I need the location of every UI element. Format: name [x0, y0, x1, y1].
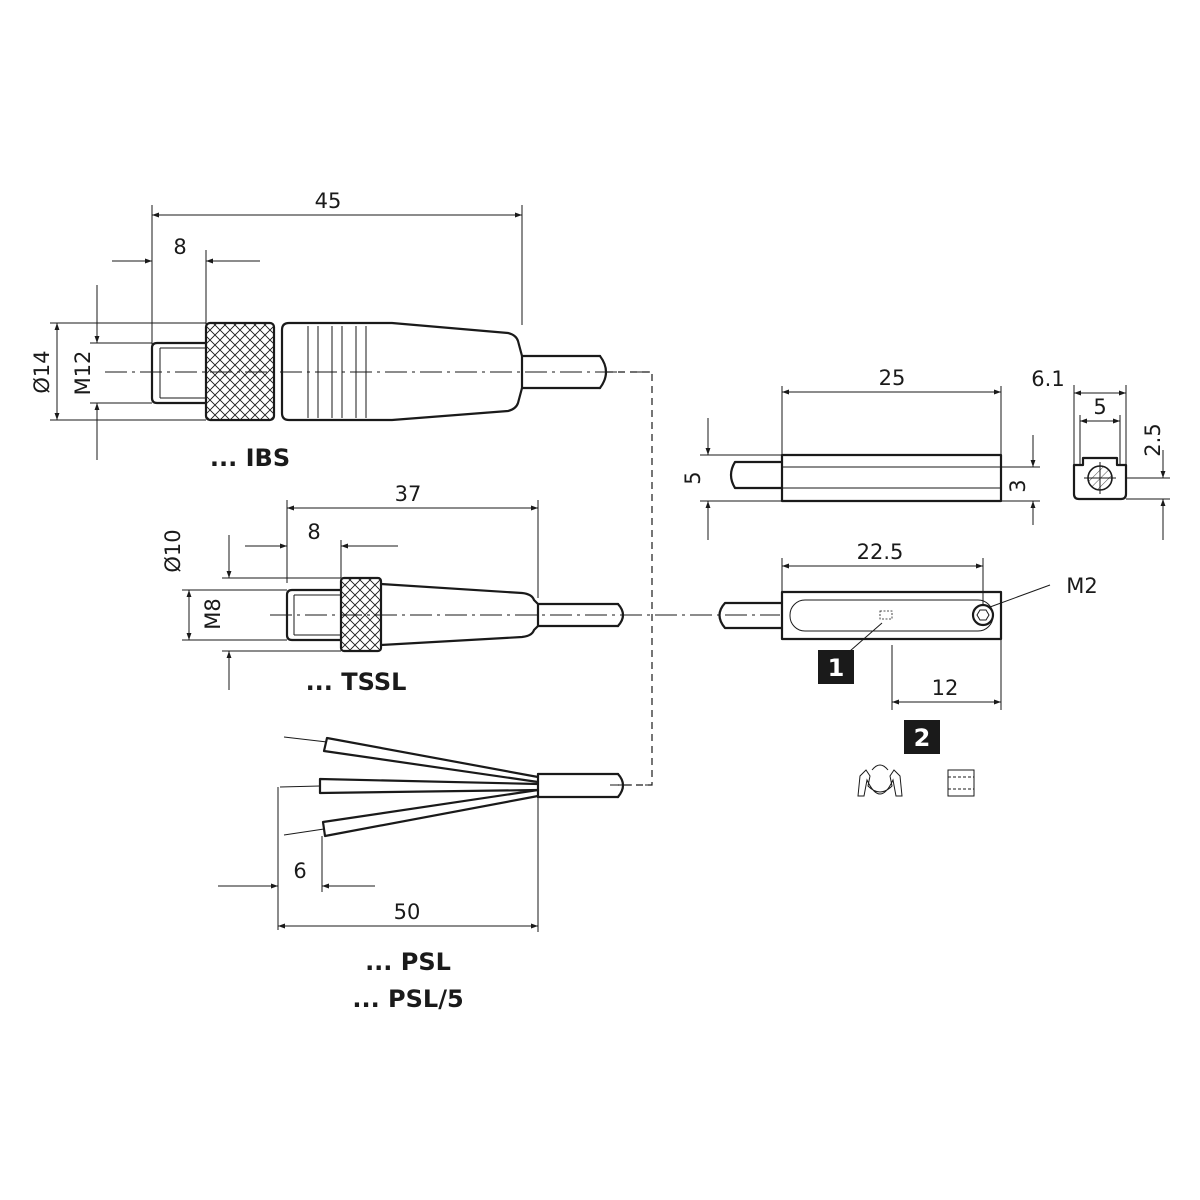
cable-connection-path — [606, 371, 653, 786]
psl-cable: 6 50 ... PSL ... PSL/5 — [218, 736, 625, 1013]
dim-section-2-5: 2.5 — [1141, 423, 1165, 456]
dim-tssl-8: 8 — [307, 520, 320, 544]
label-psl5: ... PSL/5 — [352, 985, 463, 1013]
label-psl: ... PSL — [365, 948, 451, 976]
dim-psl-50: 50 — [394, 900, 421, 924]
sensor-side-view: 25 5 3 — [681, 366, 1040, 540]
dim-screw-thread: M2 — [1066, 574, 1097, 598]
tssl-connector: 37 8 Ø10 M8 ... TSSL — [161, 482, 780, 696]
dim-ibs-diameter: Ø14 — [30, 350, 54, 393]
dim-sense-offset: 12 — [932, 676, 959, 700]
dim-ibs-8: 8 — [173, 235, 186, 259]
label-ibs: ... IBS — [210, 444, 290, 472]
dim-tssl-diameter: Ø10 — [161, 529, 185, 572]
badge-1-label: 1 — [828, 654, 845, 682]
dim-psl-6: 6 — [293, 859, 306, 883]
sensor-top-view: 22.5 M2 12 1 — [718, 540, 1098, 710]
badge-2: 2 — [904, 720, 940, 754]
dim-section-5: 5 — [1093, 395, 1106, 419]
dim-section-6-1: 6.1 — [1031, 367, 1064, 391]
ibs-connector: 45 8 Ø14 M12 ... IBS — [30, 189, 650, 472]
dim-screw-span: 22.5 — [857, 540, 904, 564]
dim-tssl-thread: M8 — [201, 598, 225, 629]
slot-nut-icon — [947, 769, 975, 797]
dim-ibs-45: 45 — [315, 189, 342, 213]
dim-ibs-thread: M12 — [71, 351, 95, 396]
dim-sensor-3: 3 — [1006, 479, 1030, 492]
clip-icon — [857, 769, 903, 797]
dim-sensor-5: 5 — [681, 471, 705, 484]
badge-2-label: 2 — [914, 724, 931, 752]
dim-sensor-25: 25 — [879, 366, 906, 390]
label-tssl: ... TSSL — [306, 668, 407, 696]
badge-1: 1 — [818, 650, 854, 684]
accessories: 2 — [857, 720, 975, 797]
dim-tssl-37: 37 — [395, 482, 422, 506]
sensor-cross-section: 6.1 5 2.5 — [1031, 367, 1170, 540]
